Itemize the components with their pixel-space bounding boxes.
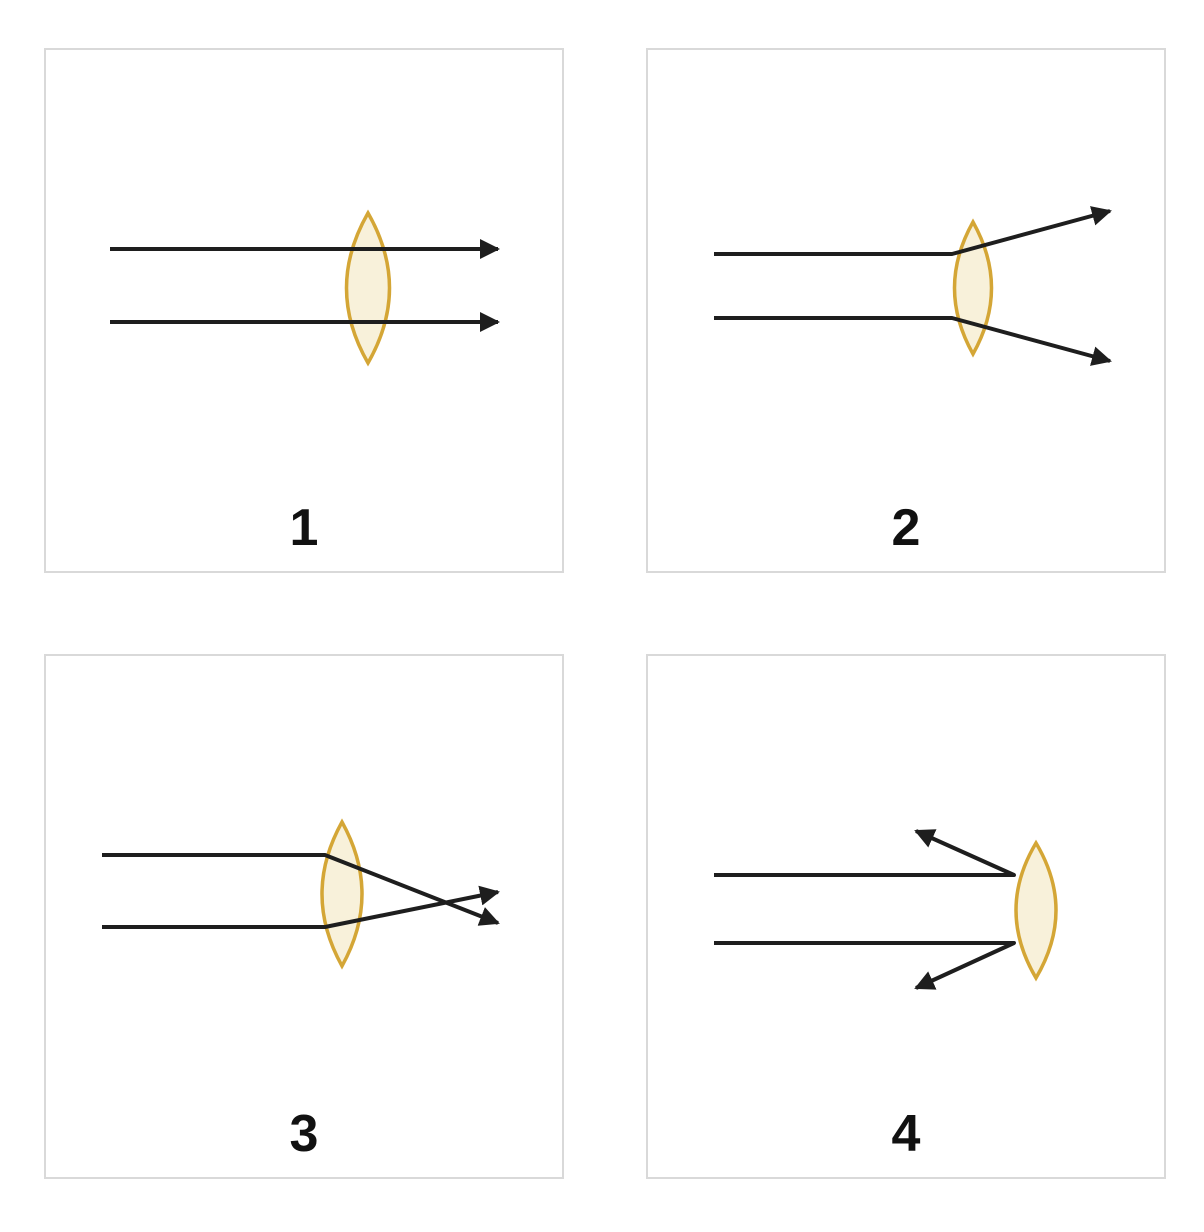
panel-number-label: 1 (289, 499, 319, 557)
ray-top (102, 853, 500, 926)
ray-diagram-4 (714, 829, 1058, 990)
ray-bottom (102, 885, 500, 929)
panel-number-label: 3 (289, 1105, 319, 1163)
diagram-panel-3: 3 (44, 654, 564, 1179)
diagram-panel-1: 1 (44, 48, 564, 573)
ray-top (714, 829, 1016, 877)
panel-number-label: 2 (891, 499, 921, 557)
ray-top (714, 206, 1112, 256)
ray-bottom (714, 316, 1112, 366)
lens (320, 818, 364, 970)
diagram-panel-2: 2 (646, 48, 1166, 573)
ray-diagram-3 (102, 818, 500, 970)
diagram-panel-4: 4 (646, 654, 1166, 1179)
lens (952, 218, 994, 358)
ray-bottom (714, 941, 1016, 990)
ray-diagram-2 (714, 206, 1112, 366)
lens (1014, 839, 1058, 982)
lens (344, 209, 392, 367)
ray-diagram-1 (110, 209, 500, 367)
panel-number-label: 4 (891, 1105, 921, 1163)
